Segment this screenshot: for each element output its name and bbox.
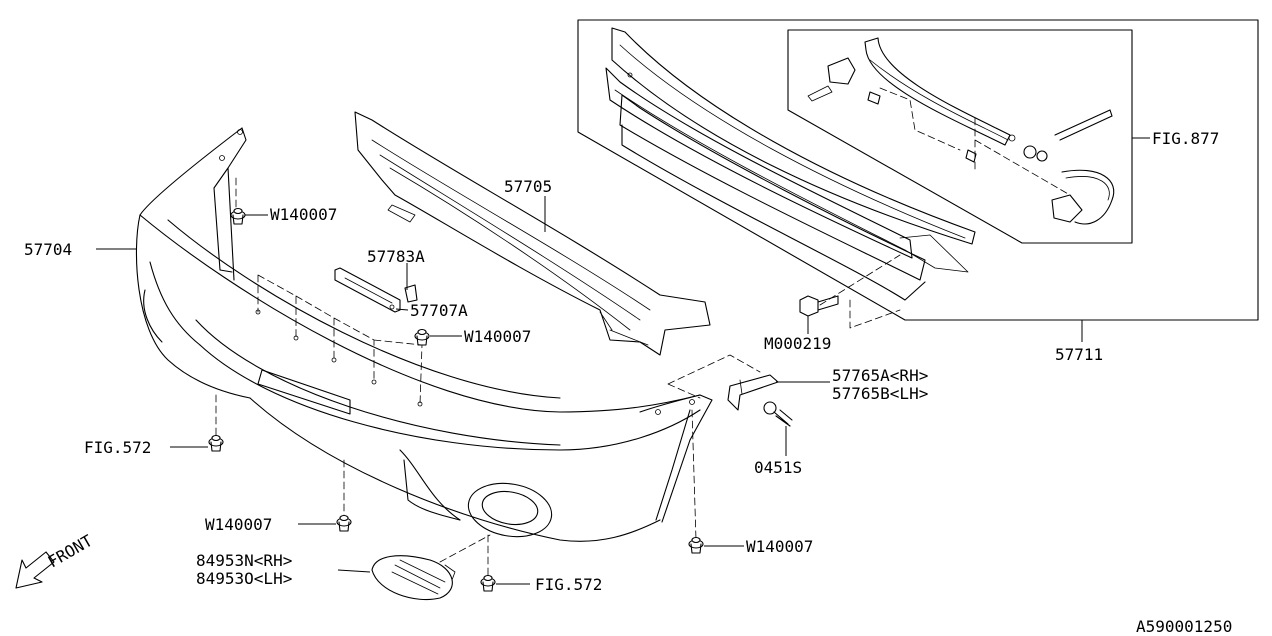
label-clip-upper: W140007 — [270, 205, 337, 224]
front-bumper-face — [135, 127, 713, 579]
clip-icon — [208, 434, 224, 452]
label-screw: 0451S — [754, 458, 802, 477]
side-bracket — [667, 354, 779, 411]
label-bumper-beam: 57705 — [504, 177, 552, 196]
label-fig-877: FIG.877 — [1152, 129, 1219, 148]
front-arrow-icon — [15, 551, 55, 589]
label-front-bumper-face: 57704 — [24, 240, 72, 259]
fog-lamp-cover — [371, 534, 491, 601]
label-bracket-a: 57783A — [367, 247, 425, 266]
label-fig-572-left: FIG.572 — [84, 438, 151, 457]
bumper-beam — [354, 111, 711, 356]
clip-icon — [230, 207, 246, 225]
center-bracket — [334, 267, 418, 313]
label-clip-mid: W140007 — [464, 327, 531, 346]
diagram-code: A590001250 — [1136, 617, 1232, 636]
label-side-bracket-lh: 57765B<LH> — [832, 384, 928, 403]
label-fog-cover-rh: 84953N<RH> — [196, 551, 292, 570]
clip-icons — [208, 207, 704, 592]
screw-icon — [763, 401, 793, 427]
label-reinforcement-assy: 57711 — [1055, 345, 1103, 364]
label-front-arrow: FRONT — [45, 531, 97, 572]
reinforcement-assembly-box — [577, 19, 1259, 329]
clip-icon — [336, 514, 352, 532]
bolt-icon — [799, 295, 839, 317]
label-bracket-b: 57707A — [410, 301, 468, 320]
label-fig-572-bottom: FIG.572 — [535, 575, 602, 594]
fig-877-box — [787, 29, 1133, 244]
leader-lines — [96, 137, 1150, 585]
label-fog-cover-lh: 84953O<LH> — [196, 569, 292, 588]
clip-icon — [414, 328, 430, 346]
label-side-bracket-rh: 57765A<RH> — [832, 366, 928, 385]
clip-icon — [480, 574, 496, 592]
label-clip-lower-right: W140007 — [746, 537, 813, 556]
clip-icon — [688, 536, 704, 554]
label-clip-lower-left: W140007 — [205, 515, 272, 534]
label-bolt: M000219 — [764, 334, 831, 353]
